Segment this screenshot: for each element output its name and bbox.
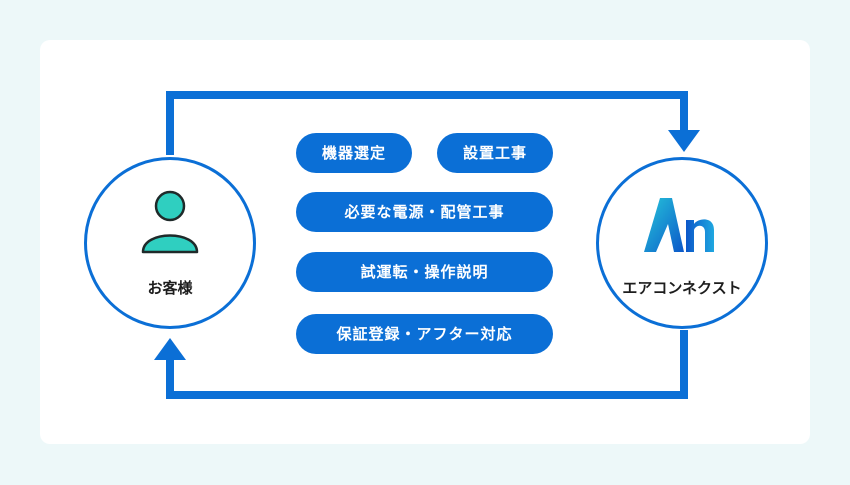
arrowhead-down-icon bbox=[668, 130, 700, 152]
service-pill-test-run: 試運転・操作説明 bbox=[296, 252, 553, 292]
service-pill-equipment-selection: 機器選定 bbox=[296, 133, 412, 173]
person-icon bbox=[141, 190, 199, 254]
airconnext-logo-icon bbox=[644, 198, 714, 252]
flow-line-top bbox=[166, 91, 688, 155]
customer-label: お客様 bbox=[147, 279, 193, 297]
service-pill-warranty-aftercare: 保証登録・アフター対応 bbox=[296, 314, 553, 354]
service-pill-power-piping: 必要な電源・配管工事 bbox=[296, 192, 553, 232]
company-label: エアコンネクスト bbox=[622, 279, 742, 297]
arrowhead-up-icon bbox=[154, 338, 186, 360]
service-pill-installation: 設置工事 bbox=[437, 133, 553, 173]
company-node: エアコンネクスト bbox=[596, 157, 768, 329]
flow-line-bottom bbox=[166, 330, 688, 399]
customer-node: お客様 bbox=[84, 157, 256, 329]
